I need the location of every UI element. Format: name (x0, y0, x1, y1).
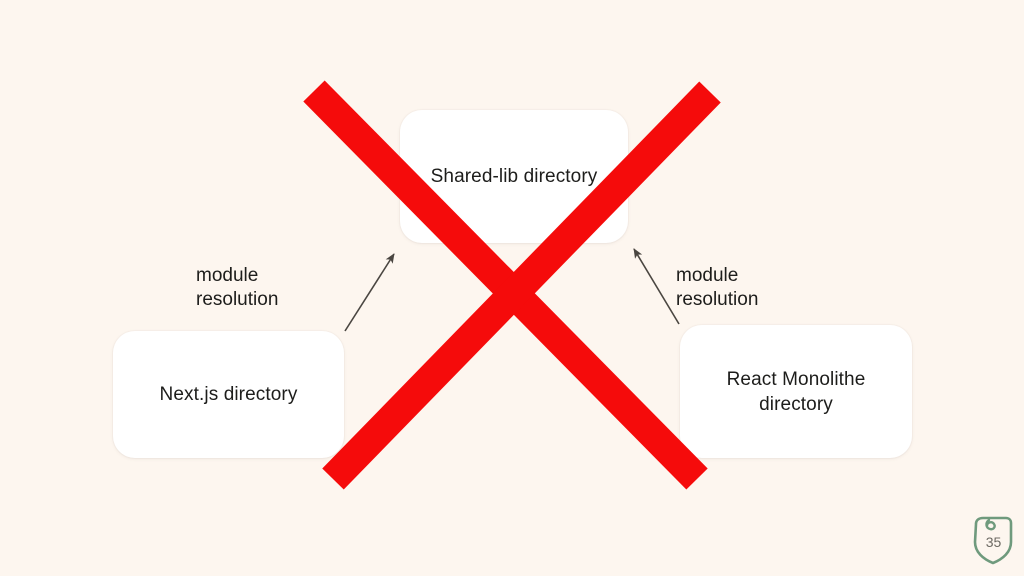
diagram-node-label: Next.js directory (159, 384, 298, 405)
diagram-node-react-monolithe[interactable]: React Monolithe directory (680, 325, 912, 458)
diagram-node-label: Shared-lib directory (430, 166, 598, 187)
edge-label-next-to-shared: module resolution (196, 265, 279, 310)
arrow-react-to-shared (633, 248, 680, 325)
leaf-shield-logo-icon (973, 516, 1013, 565)
diagram-node-next-js[interactable]: Next.js directory (113, 331, 344, 458)
red-cross-stroke-up (322, 81, 721, 490)
page-number: 35 (985, 534, 1002, 550)
arrow-next-to-shared (344, 253, 395, 332)
edge-label-react-to-shared: module resolution (676, 265, 759, 310)
diagram-node-label: React Monolithe directory (726, 368, 866, 415)
